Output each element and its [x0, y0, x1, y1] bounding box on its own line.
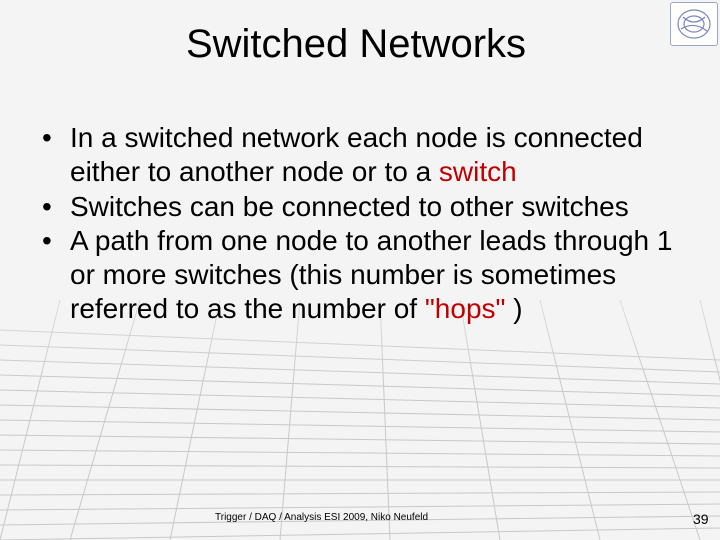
bullet-highlight: switch [438, 156, 517, 188]
bullet-dot: • [42, 190, 52, 222]
bullet-text: A path from one node to another leads th… [70, 224, 673, 325]
bullet-list: • In a switched network each node is conn… [42, 121, 702, 327]
page-number: 39 [693, 511, 709, 527]
bullet-item: • A path from one node to another leads t… [42, 224, 702, 327]
bullet-item: • Switches can be connected to other swit… [42, 190, 702, 224]
bullet-highlight: "hops" [424, 293, 506, 325]
footer-text: Trigger / DAQ / Analysis ESI 2009, Niko … [215, 512, 429, 523]
page-title: Switched Networks [185, 22, 527, 66]
bullet-text: In a switched network each node is conne… [70, 122, 643, 188]
bullet-text-end: ) [505, 293, 523, 325]
cern-logo-icon [670, 2, 718, 46]
bullet-text: Switches can be connected to other switc… [70, 190, 629, 222]
bullet-dot: • [42, 122, 52, 153]
bullet-item: • In a switched network each node is conn… [42, 121, 702, 190]
bullet-dot: • [42, 224, 52, 256]
